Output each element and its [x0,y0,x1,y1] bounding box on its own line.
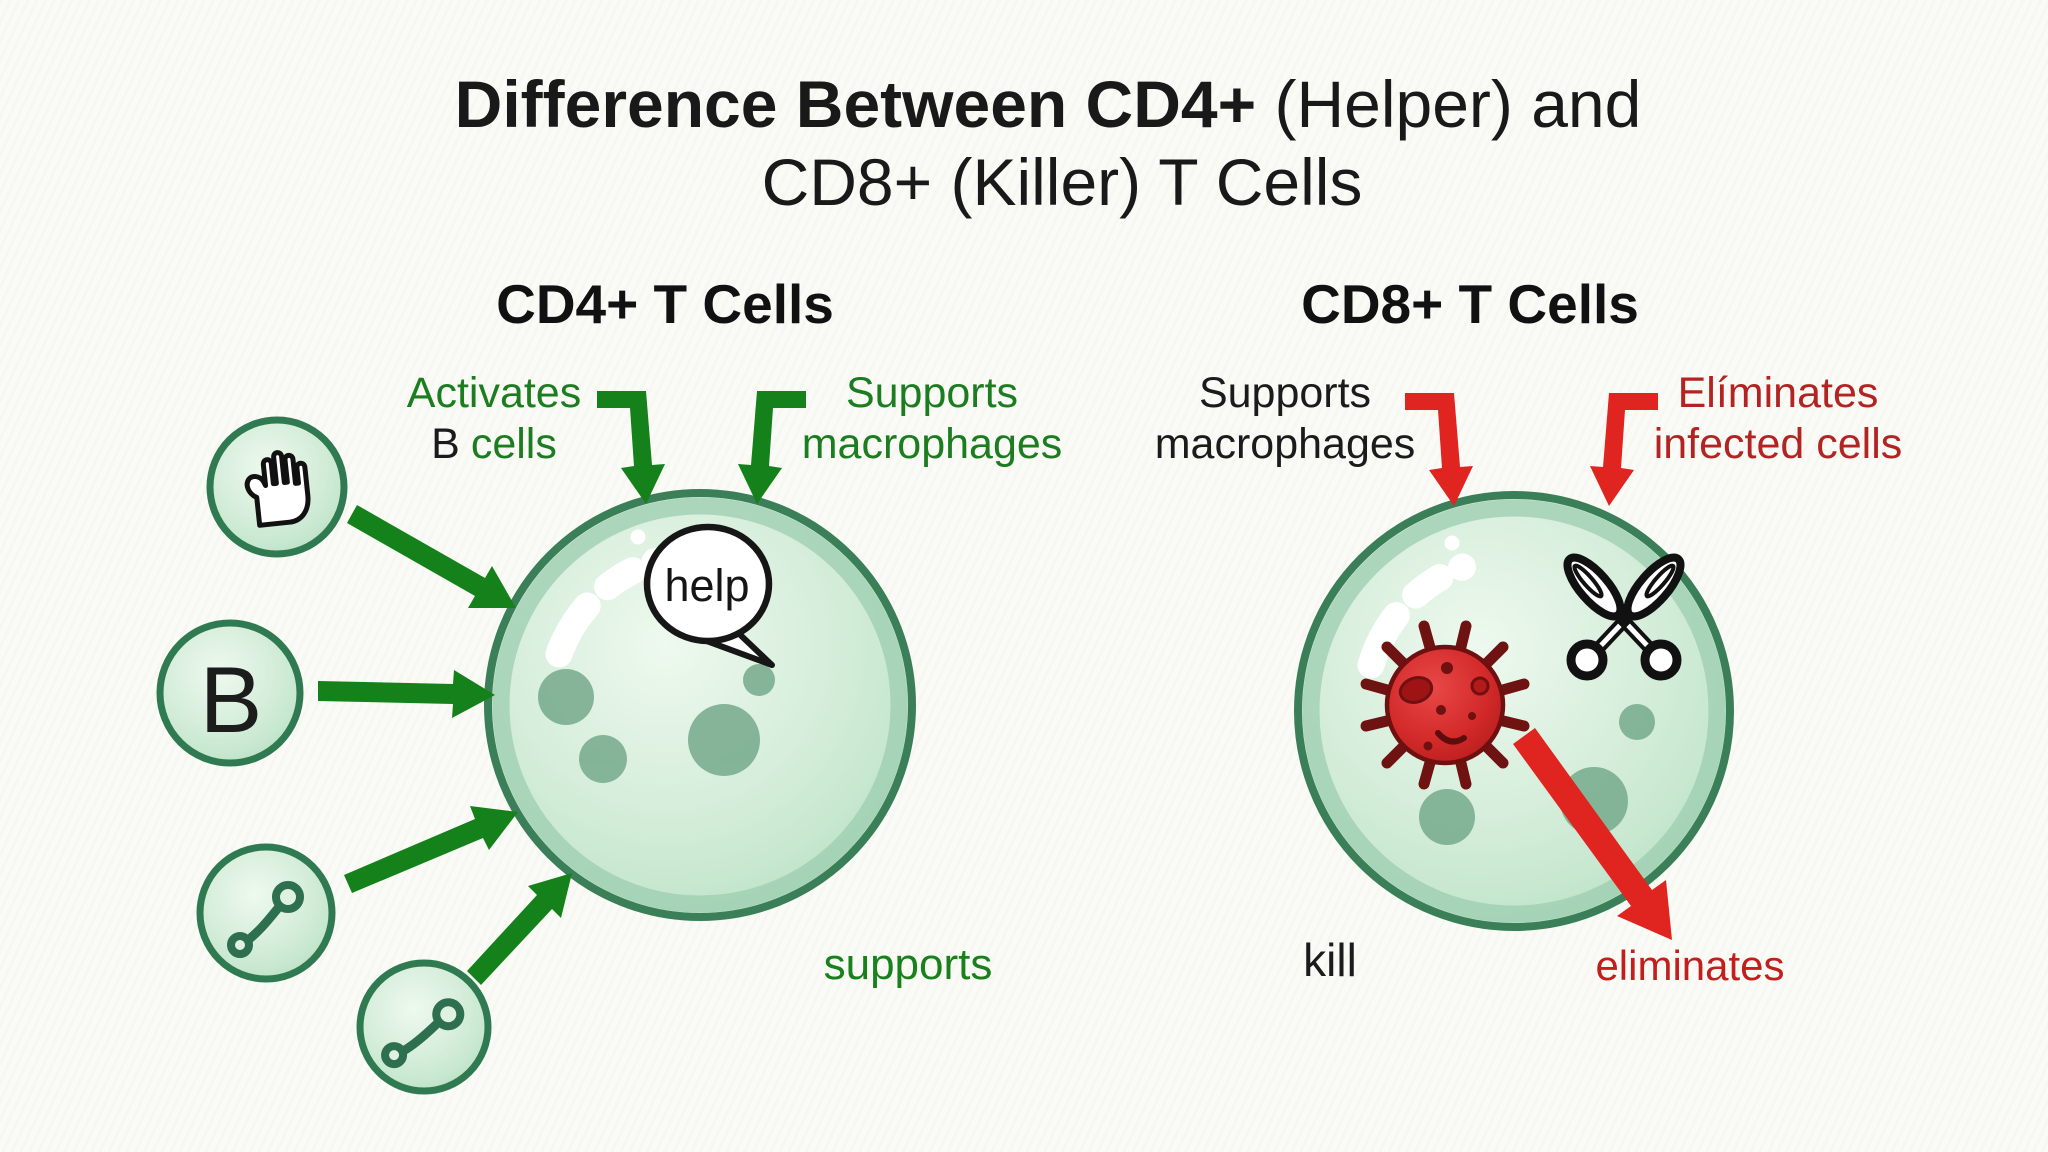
arrow-bcell-to-cell [318,670,495,718]
antibody-cell-1 [196,843,336,983]
label-supports: Supports [1198,369,1372,417]
caption-supports: supports [823,940,993,989]
label-supports-macrophages-right: Supports macrophages [1155,368,1416,470]
green-arrows [318,391,806,985]
caption-kill: kill [1303,934,1357,986]
caption-eliminates: eliminates [1595,942,1785,989]
arrow-activates-bcells [597,391,665,504]
page-title-line2: CD8+ (Killer) T Cells [761,145,1363,219]
hand-cell [206,416,348,558]
label-supports: Supports [845,369,1019,417]
arrow-virus-eliminates [1513,728,1672,940]
speech-bubble-icon [643,523,775,668]
title-regular-part: (Helper) and [1274,67,1642,141]
b-cell [156,619,304,767]
arrow-antibody1-to-cell [344,806,518,893]
arrow-eliminates-infected [1590,393,1658,506]
b-cell-letter: B [199,647,263,752]
antibody-cell-2 [356,959,492,1095]
virus-icon [1360,620,1530,790]
cd8-heading: CD8+ T Cells [1301,273,1639,335]
red-arrows [1405,393,1672,940]
arrow-hand-to-cell [347,505,516,608]
label-b: B [431,420,460,468]
page-title-line1: Difference Between CD4+ (Helper) and [455,66,1642,142]
scissors-icon [1563,553,1685,681]
label-eliminates: Elíminates [1677,369,1879,417]
cd4-cell [484,489,916,921]
title-bold-part: Difference Between CD4+ [454,67,1257,141]
label-activates: Activates [406,369,582,417]
speech-bubble-text: help [664,560,750,611]
antibody-icon [381,998,465,1069]
label-eliminates-infected: Elíminates infected cells [1654,368,1903,470]
label-supports-macrophages-left: Supports macrophages [802,368,1063,470]
label-macrophages: macrophages [1154,420,1416,468]
cell-highlight [1357,546,1502,679]
cd8-cell [1294,491,1734,931]
label-macrophages: macrophages [801,420,1063,468]
label-infected-cells: infected cells [1653,420,1903,468]
label-cells: cells [470,420,557,468]
arrow-supports-macrophages [738,391,806,504]
cd4-organelles [538,664,775,783]
cd4-heading: CD4+ T Cells [496,273,834,335]
arrow-antibody2-to-cell [467,873,572,985]
arrow-supports-macrophages-right [1405,393,1473,506]
antibody-icon [227,881,304,958]
hand-icon [244,450,311,528]
